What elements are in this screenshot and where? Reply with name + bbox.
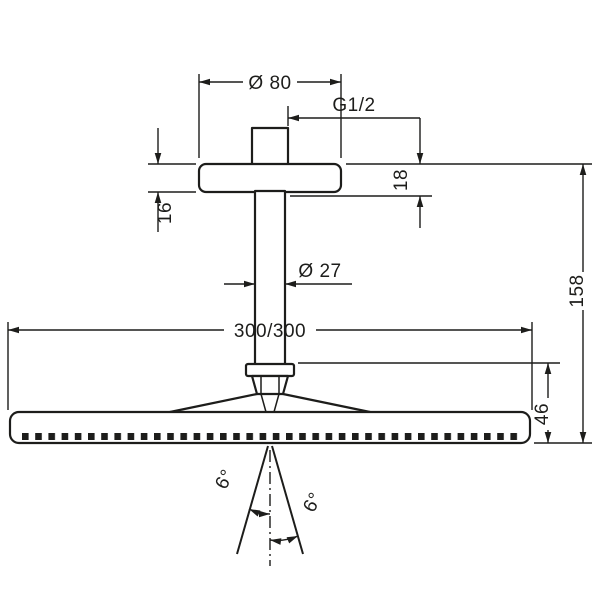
dim-head-width: 300/300 xyxy=(7,321,533,410)
dim-flange-diameter: Ø 80 xyxy=(198,73,342,158)
dim-thread: G1/2 xyxy=(287,95,420,126)
spray-line-right xyxy=(271,445,304,555)
shower-head xyxy=(8,410,532,445)
dim-total-height-label: 158 xyxy=(567,274,588,307)
dim-flange-diameter-label: Ø 80 xyxy=(248,73,291,94)
dim-16-extension-lines xyxy=(148,163,196,193)
dim-head-width-label: 300/300 xyxy=(234,321,306,342)
dim-flange-offset-label: 18 xyxy=(391,169,412,191)
nozzle-detail-lines xyxy=(260,376,280,413)
dim-flange-height: 16 xyxy=(148,128,196,232)
thread-stub-shape xyxy=(250,126,290,168)
dim-head-height: 46 xyxy=(298,362,560,443)
dim-flange-offset: 18 xyxy=(290,118,592,228)
dim-thread-label: G1/2 xyxy=(332,95,375,116)
spray-angle-left-label: 6° xyxy=(211,466,239,493)
dim-total-height: 158 xyxy=(534,164,592,444)
dim-pipe-diameter-label: Ø 27 xyxy=(298,261,341,282)
dim-pipe-diameter: Ø 27 xyxy=(224,261,352,288)
ceiling-flange xyxy=(197,162,343,194)
head-cone-edges xyxy=(168,392,372,414)
spray-angle-indicators: 6° 6° xyxy=(211,445,327,566)
dim-width-extension-lines xyxy=(7,322,533,410)
joint-taper-shape xyxy=(250,374,290,396)
dim-flange-height-label: 16 xyxy=(155,202,176,224)
dim-head-height-label: 46 xyxy=(532,403,553,425)
ball-joint xyxy=(168,362,372,414)
ceiling-connector-stub xyxy=(250,126,290,168)
spray-nozzle-band xyxy=(22,433,519,440)
spray-line-left xyxy=(236,445,269,555)
joint-collar-shape xyxy=(244,362,296,378)
spray-angle-right-label: 6° xyxy=(299,489,327,516)
flange-shape xyxy=(197,162,343,194)
spray-angle-arc-right xyxy=(269,535,299,545)
dim-flange-extension-lines xyxy=(198,74,342,158)
spray-angle-arc-left xyxy=(248,508,271,518)
